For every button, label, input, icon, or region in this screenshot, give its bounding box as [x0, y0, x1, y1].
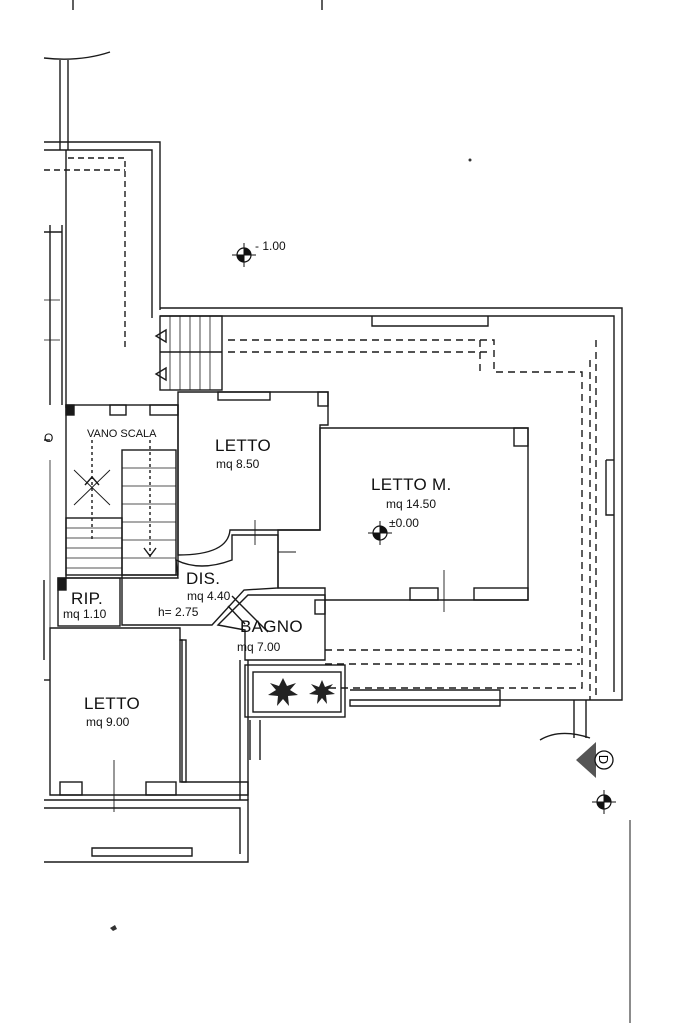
elevation-label: ±0.00: [389, 516, 419, 530]
room-area: mq 4.40: [187, 589, 231, 603]
room-area: mq 14.50: [386, 497, 437, 511]
section-marker-icon: [576, 742, 614, 778]
section-label: D: [596, 754, 612, 765]
room-name: RIP.: [71, 589, 104, 608]
plant-icon: [268, 678, 335, 706]
elevation-label: - 1.00: [255, 239, 286, 253]
room-name: LETTO M.: [371, 475, 452, 494]
room-name: DIS.: [186, 569, 221, 588]
room-name: BAGNO: [240, 617, 303, 636]
room-name: LETTO: [84, 694, 140, 713]
elevation-marker-icon: [232, 243, 256, 267]
edge-mark: O: [44, 431, 54, 445]
room-height: h= 2.75: [158, 605, 199, 619]
elevation-marker-icon: [368, 521, 392, 545]
stair-label: VANO SCALA: [87, 428, 157, 440]
room-name: LETTO: [215, 436, 271, 455]
room-area: mq 7.00: [237, 640, 281, 654]
room-area: mq 9.00: [86, 715, 130, 729]
room-area: mq 1.10: [63, 607, 107, 621]
room-area: mq 8.50: [216, 457, 260, 471]
elevation-marker-icon: [592, 790, 616, 814]
